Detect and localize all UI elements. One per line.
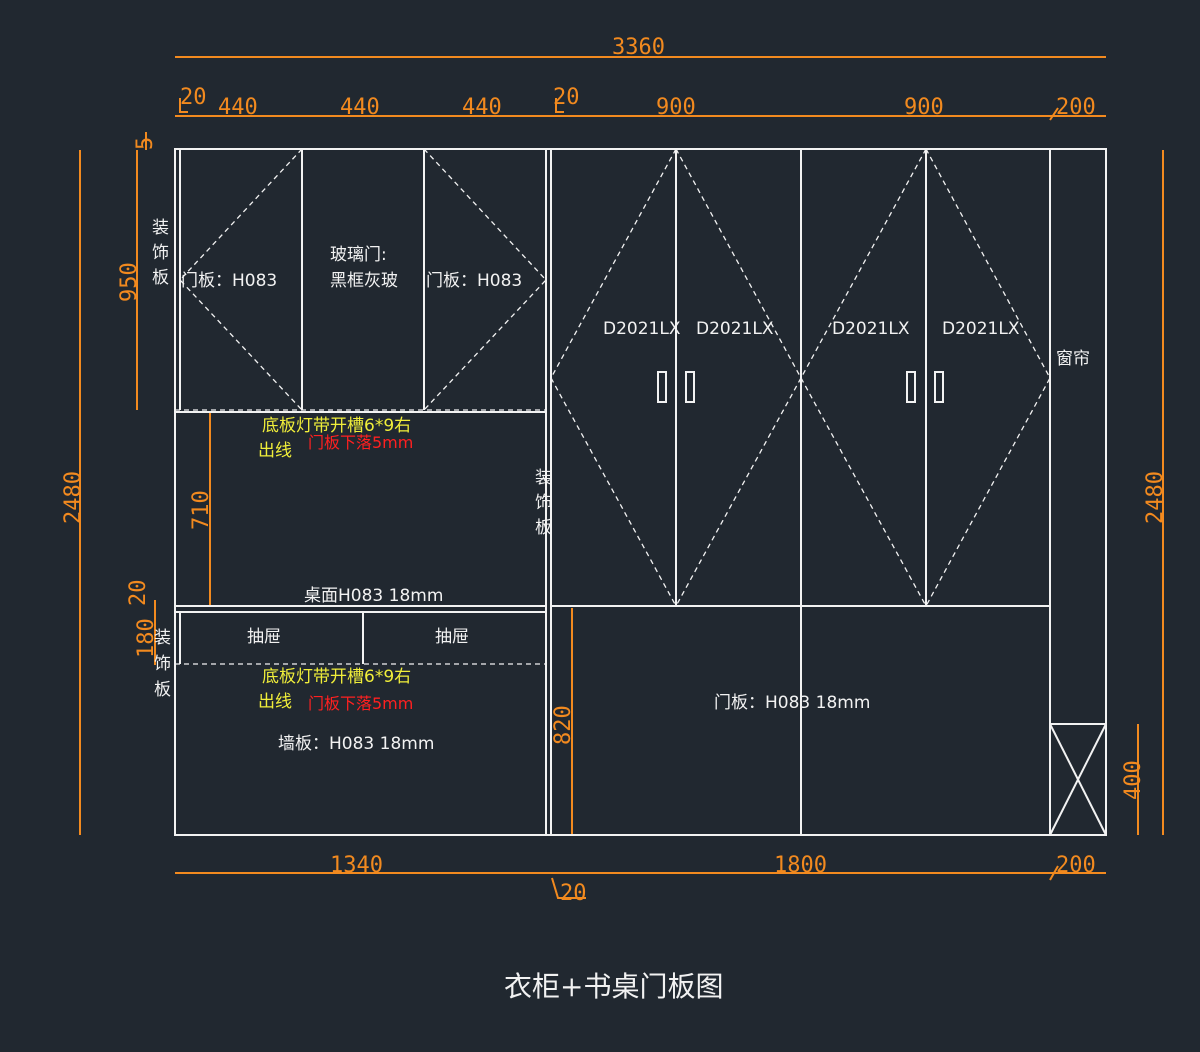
dim-top-g: 900 [904,95,944,120]
dim-bottom-a: 1340 [330,853,383,878]
desk-top-label: 桌面H083 18mm [304,586,443,606]
dim-leader-200b [1049,865,1059,881]
drop-note-2: 门板下落5mm [308,694,413,713]
glass-door-label-2: 黑框灰玻 [330,271,398,291]
dim-top-b: 440 [218,95,258,120]
led-note-1-line-1: 底板灯带开槽6*9右 [262,416,411,436]
wardrobe-door-4-label: D2021LX [942,319,1020,339]
dim-drawer: 180 [134,618,159,658]
dim-left-height: 2480 [61,471,86,524]
led-note-1-line-2: 出线 [258,441,292,461]
wardrobe-door-3-label: D2021LX [832,319,910,339]
dim-leader-200a [1049,107,1059,121]
deco-panel-2-char-1: 装 [535,468,552,488]
deco-panel-3-char-2: 饰 [154,654,171,674]
deco-panel-2-char-3: 板 [535,518,552,538]
dim-bottom-c: 1800 [774,853,827,878]
swing-wardrobe-1 [550,148,677,607]
curtain-cross-2 [1049,723,1107,836]
handle-2 [685,371,695,403]
dim-small-5: 5 [133,137,158,150]
drawer-2-label: 抽屉 [435,627,469,647]
dim-400: 400 [1121,760,1146,800]
dim-total: 3360 [612,35,665,60]
door-swing-lines [175,148,1051,665]
handle-1 [657,371,667,403]
cabinet-outlines [174,148,1107,836]
drawer-1-label: 抽屉 [247,627,281,647]
wall-panel-label: 墙板：H083 18mm [278,734,434,754]
dim-820: 820 [551,705,576,745]
door-mid-label: 门板：H083 [426,271,522,291]
swing-wardrobe-2 [675,148,802,607]
dim-leader-20c [551,877,586,899]
outer-frame [174,148,1107,836]
glass-door-label-1: 玻璃门: [330,245,387,265]
dim-710: 710 [189,490,214,530]
swing-upper-1 [179,148,303,411]
dim-top-d: 440 [462,95,502,120]
dim-leader-20b [555,98,564,113]
dim-bottom-d: 200 [1056,853,1096,878]
wardrobe-door-2-label: D2021LX [696,319,774,339]
dimension-lines [79,56,1164,899]
dim-top-a: 20 [180,85,207,110]
labels: 装 饰 板 门板：H083 玻璃门: 黑框灰玻 门板：H083 底板灯带开槽6*… [152,218,1090,754]
handle-4 [934,371,944,403]
drawing-title: 衣柜+书桌门板图 [504,970,723,1003]
deco-panel-3-char-1: 装 [154,628,171,648]
deco-panel-2-char-2: 饰 [535,493,552,513]
led-note-2-line-2: 出线 [258,692,292,712]
swing-wardrobe-4 [925,148,1051,607]
dim-right-height: 2480 [1143,471,1168,524]
led-note-2-line-1: 底板灯带开槽6*9右 [262,667,411,687]
deco-panel-1-char-1: 装 [152,218,169,238]
dim-bottom-b: 20 [560,881,587,906]
dimension-texts: 3360 20 440 440 440 20 900 900 200 1340 … [61,35,1168,906]
dim-top-f: 900 [656,95,696,120]
swing-wardrobe-3 [800,148,927,607]
lower-door-label: 门板：H083 18mm [714,693,870,713]
curtain-label: 窗帘 [1056,349,1090,369]
drop-note-1: 门板下落5mm [308,433,413,452]
dim-top-e: 20 [553,85,580,110]
deco-panel-1-char-2: 饰 [152,243,169,263]
swing-upper-3 [423,148,547,411]
dim-desk-top: 20 [126,580,151,607]
wardrobe-door-1-label: D2021LX [603,319,681,339]
dim-leader-20a [179,98,188,113]
dim-upper: 950 [117,262,142,302]
door-left-label: 门板：H083 [181,271,277,291]
deco-panel-3-char-3: 板 [154,680,171,700]
deco-panel-1-char-3: 板 [152,268,169,288]
dim-top-c: 440 [340,95,380,120]
dim-top-h: 200 [1056,95,1096,120]
handle-3 [906,371,916,403]
